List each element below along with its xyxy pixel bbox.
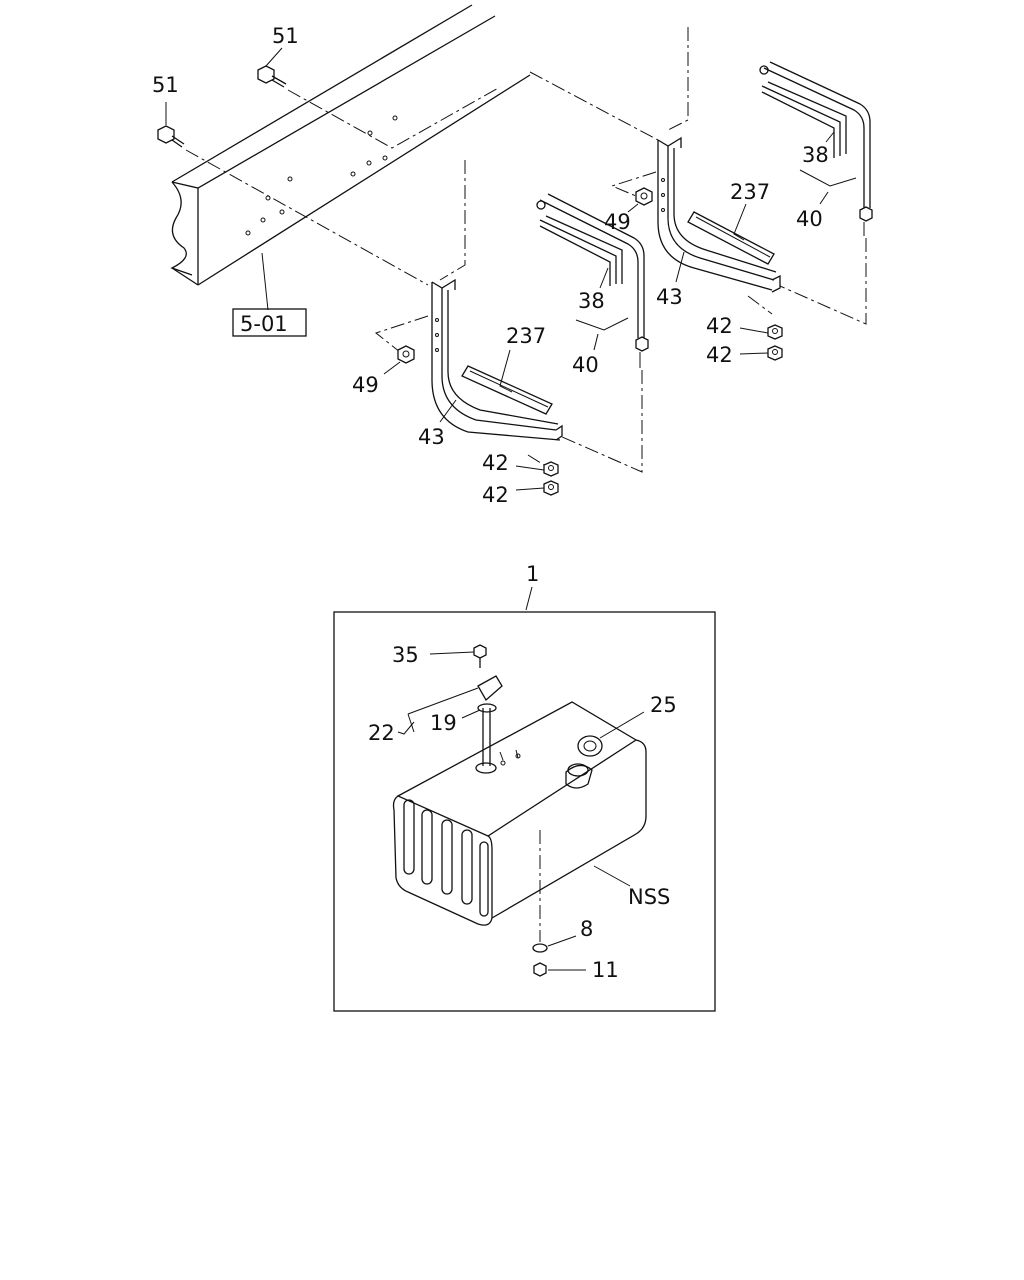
callout-gauge-unit: 22 — [368, 721, 395, 745]
pad-left — [461, 365, 553, 415]
drain-plug-icon — [533, 962, 547, 977]
callout-strap-assy-left: 40 — [572, 353, 599, 377]
callout-strap-right: 38 — [802, 143, 829, 167]
locknut-left-a-icon — [543, 461, 559, 477]
locknut-right-b-icon — [767, 345, 783, 361]
callout-bracket-left: 43 — [418, 425, 445, 449]
callout-gasket: 19 — [430, 711, 457, 735]
callout-bolt-right: 51 — [272, 24, 299, 48]
pad-right — [687, 211, 775, 265]
tank-assembly-box — [333, 611, 716, 1012]
callout-tank-body: NSS — [628, 885, 670, 909]
callout-nut-left: 49 — [352, 373, 379, 397]
callout-screw: 35 — [392, 643, 419, 667]
nut-left-icon — [397, 345, 415, 364]
bolt-left-icon — [157, 125, 185, 148]
callout-locknut-right-b: 42 — [706, 343, 733, 367]
frame-reference-box: 5-01 — [232, 308, 307, 337]
gauge-unit — [475, 675, 503, 774]
callout-pad-right: 237 — [730, 180, 770, 204]
bracket-left — [431, 278, 563, 441]
callout-filler-cap: 25 — [650, 693, 677, 717]
ref-box-label: 5-01 — [240, 312, 288, 336]
locknut-right-a-icon — [767, 324, 783, 340]
washer-icon — [532, 943, 548, 953]
callout-pad-left: 237 — [506, 324, 546, 348]
bracket-right — [657, 136, 781, 293]
screw-icon — [473, 644, 487, 668]
frame-rail — [170, 4, 531, 311]
callout-locknut-left-b: 42 — [482, 483, 509, 507]
callout-washer: 8 — [580, 917, 593, 941]
locknut-left-b-icon — [543, 480, 559, 496]
strap-left — [536, 193, 649, 368]
callout-locknut-right-a: 42 — [706, 314, 733, 338]
callout-nut-right: 49 — [604, 210, 631, 234]
fuel-tank — [392, 701, 647, 926]
callout-strap-left: 38 — [578, 289, 605, 313]
filler-cap-icon — [565, 735, 603, 789]
callout-bracket-right: 43 — [656, 285, 683, 309]
callout-drain-plug: 11 — [592, 958, 619, 982]
strap-right — [759, 61, 873, 236]
nut-right-icon — [635, 187, 653, 206]
callout-locknut-left-a: 42 — [482, 451, 509, 475]
bolt-right-icon — [257, 65, 287, 88]
callout-strap-assy-right: 40 — [796, 207, 823, 231]
callout-bolt-left: 51 — [152, 73, 179, 97]
callout-tank-assy: 1 — [526, 562, 539, 586]
